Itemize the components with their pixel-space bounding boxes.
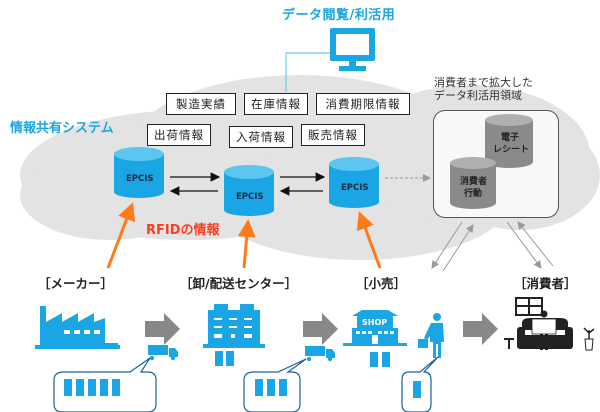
rfid-arrow-retail	[356, 211, 382, 269]
epcis-db-3	[329, 157, 379, 208]
info-box-sales: 販売情報	[301, 124, 365, 146]
consumer-databases: 電子 レシート 消費者 行動	[450, 114, 533, 209]
info-box-expiry: 消費期限情報	[316, 93, 410, 115]
monitor-icon	[330, 28, 375, 71]
warehouse-products	[215, 351, 234, 366]
rfid-arrow-wholesale	[237, 219, 256, 269]
consumer-area-label-line1: 消費者まで拡大した	[434, 76, 533, 89]
epcis-label-2: EPCIS	[236, 192, 264, 202]
info-box-shipping: 出荷情報	[147, 124, 211, 146]
stage-label-consumer: ［消費者］	[514, 276, 577, 291]
flow-arrow-2	[303, 313, 338, 345]
warehouse-icon	[203, 304, 265, 348]
info-box-inventory: 在庫情報	[244, 93, 308, 115]
shopper-icon	[418, 313, 444, 358]
receipt-db: 電子 レシート	[485, 114, 533, 168]
bubble-products-retail	[413, 381, 421, 398]
rfid-info-label: RFIDの情報	[146, 223, 220, 238]
arrow-area-to-consumer	[506, 221, 542, 269]
arrow-retail-to-area	[442, 224, 474, 272]
behavior-db-label-2: 行動	[463, 187, 482, 199]
receipt-db-label-2: レシート	[493, 144, 529, 155]
epcis-label-1: EPCIS	[126, 174, 154, 184]
info-box-receiving: 入荷情報	[229, 126, 293, 148]
epcis-label-3: EPCIS	[341, 183, 369, 193]
arrow-area-to-retail	[431, 221, 463, 269]
behavior-db-label-1: 消費者	[460, 175, 487, 187]
flow-arrow-3	[463, 313, 498, 345]
shop-products	[370, 352, 390, 367]
window-icon	[515, 297, 543, 316]
shop-icon	[343, 310, 407, 346]
rfid-arrow-maker	[106, 202, 136, 269]
monitor-connector-line	[285, 52, 330, 92]
consumer-sofa-icon	[504, 297, 595, 351]
shop-sign: SHOP	[362, 318, 387, 327]
factory-icon	[35, 306, 120, 349]
truck-icon-2	[305, 346, 335, 362]
arrow-consumer-to-area	[517, 221, 554, 267]
stage-label-wholesale: ［卸/配送センター］	[180, 276, 298, 291]
bubble-products-maker	[64, 379, 120, 396]
info-sharing-system-label: 情報共有システム	[10, 121, 114, 136]
bubble-products-wholesale	[255, 379, 287, 396]
consumer-area-label-line2: データ利活用領域	[434, 89, 522, 102]
data-view-label: データ閲覧/利活用	[282, 8, 396, 23]
epcis-db-2	[224, 165, 274, 216]
stage-label-maker: ［メーカー］	[38, 276, 114, 291]
consumer-behavior-db: 消費者 行動	[450, 157, 496, 209]
epcis-db-1	[114, 147, 164, 198]
info-box-manufacturing: 製造実績	[166, 93, 236, 115]
consumer-area-label: 消費者まで拡大した データ利活用領域	[434, 76, 533, 102]
flow-arrow-1	[145, 313, 180, 345]
stage-label-retail: ［小売］	[356, 276, 407, 291]
truck-icon-1	[148, 345, 178, 361]
receipt-db-label-1: 電子	[501, 132, 519, 143]
